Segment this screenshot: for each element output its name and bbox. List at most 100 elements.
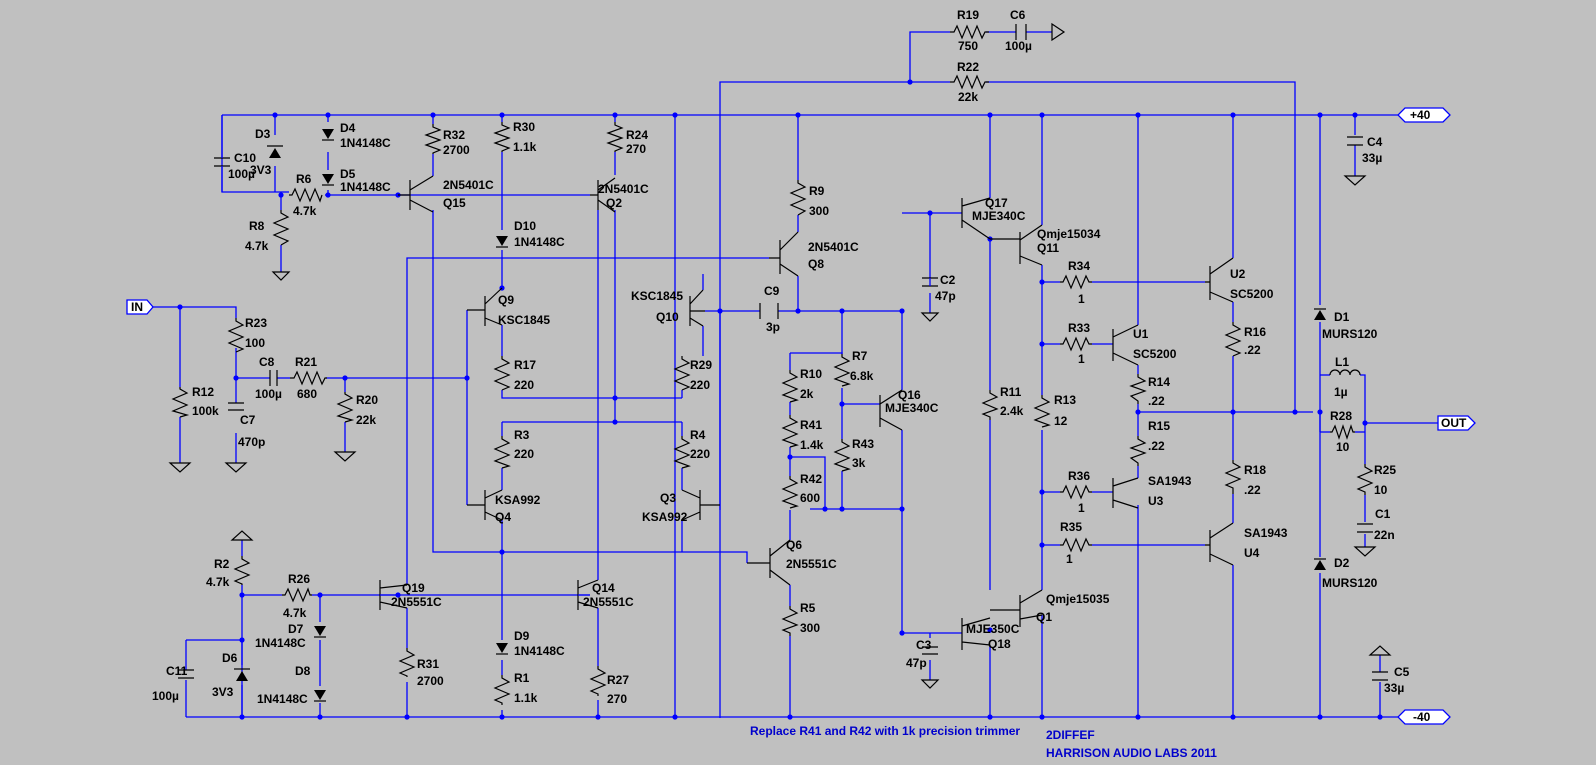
capacitor-c11-symbol	[178, 669, 194, 679]
ground-7	[1343, 175, 1367, 186]
diode-d10-symbol	[496, 236, 508, 248]
svg-text:1N4148C: 1N4148C	[257, 692, 308, 706]
svg-text:4.7k: 4.7k	[206, 575, 230, 589]
svg-text:1N4148C: 1N4148C	[340, 180, 391, 194]
c7-labels: C7 470p	[238, 413, 265, 449]
diode-d7-symbol	[314, 626, 326, 638]
resistor-r16-symbol	[1224, 322, 1242, 357]
resistor-r23-symbol	[227, 318, 245, 353]
svg-text:KSC1845: KSC1845	[631, 289, 683, 303]
svg-text:R15: R15	[1148, 419, 1170, 433]
svg-text:MURS120: MURS120	[1322, 576, 1378, 590]
resistor-r9-symbol	[789, 180, 807, 216]
resistor-r42-symbol	[781, 476, 799, 509]
svg-text:1: 1	[1078, 352, 1085, 366]
svg-text:2N5551C: 2N5551C	[786, 557, 837, 571]
supply-arrow-2	[1368, 645, 1392, 656]
transistor-u3-symbol	[1112, 477, 1139, 509]
resistor-r34-symbol	[1060, 274, 1092, 290]
resistor-r15-symbol	[1129, 436, 1147, 466]
svg-text:22n: 22n	[1374, 528, 1395, 542]
svg-text:Q18: Q18	[988, 637, 1011, 651]
svg-text:33µ: 33µ	[1362, 151, 1382, 165]
svg-text:4.7k: 4.7k	[293, 204, 317, 218]
svg-text:C6: C6	[1010, 8, 1026, 22]
svg-text:2700: 2700	[417, 674, 444, 688]
diode-d8-symbol	[314, 690, 326, 702]
supply-arrow-1	[230, 530, 254, 541]
svg-text:SC5200: SC5200	[1133, 347, 1177, 361]
svg-text:C10: C10	[234, 151, 256, 165]
svg-text:2.4k: 2.4k	[1000, 404, 1024, 418]
svg-text:470p: 470p	[238, 435, 265, 449]
capacitor-c9-symbol	[759, 303, 779, 319]
svg-text:1: 1	[1078, 292, 1085, 306]
svg-text:R27: R27	[607, 673, 629, 687]
svg-text:1µ: 1µ	[1334, 385, 1348, 399]
svg-text:R30: R30	[513, 120, 535, 134]
svg-text:C7: C7	[240, 413, 256, 427]
ground-2	[168, 462, 192, 473]
svg-text:Q1: Q1	[1036, 610, 1052, 624]
svg-text:R28: R28	[1330, 409, 1352, 423]
svg-text:3V3: 3V3	[250, 163, 272, 177]
svg-text:1.4k: 1.4k	[800, 438, 824, 452]
svg-text:C2: C2	[940, 273, 956, 287]
svg-text:SC5200: SC5200	[1230, 287, 1274, 301]
ground-6	[920, 679, 940, 689]
transistor-q9-symbol	[467, 287, 503, 326]
svg-text:C8: C8	[259, 355, 275, 369]
diode-d5-symbol	[322, 174, 334, 186]
capacitor-c1-symbol	[1357, 523, 1373, 533]
svg-text:2k: 2k	[800, 387, 814, 401]
svg-text:2700: 2700	[443, 143, 470, 157]
svg-text:2N5551C: 2N5551C	[583, 595, 634, 609]
transistor-q3-symbol	[681, 489, 720, 521]
port-in-label: IN	[131, 300, 143, 314]
svg-text:R13: R13	[1054, 393, 1076, 407]
resistor-r2-symbol	[233, 556, 251, 585]
svg-text:4.7k: 4.7k	[245, 239, 269, 253]
svg-text:Q3: Q3	[660, 491, 676, 505]
wires	[152, 31, 1438, 718]
svg-text:47p: 47p	[906, 656, 927, 670]
ground-9	[1051, 22, 1066, 42]
inductor-l1-symbol	[1329, 369, 1361, 376]
svg-text:U4: U4	[1244, 546, 1260, 560]
svg-text:R22: R22	[957, 60, 979, 74]
resistor-r6-symbol	[289, 187, 323, 203]
svg-text:2N5551C: 2N5551C	[391, 595, 442, 609]
svg-text:R17: R17	[514, 358, 536, 372]
svg-text:1.1k: 1.1k	[513, 140, 537, 154]
svg-text:MJE340C: MJE340C	[972, 209, 1026, 223]
resistor-r13-symbol	[1033, 395, 1051, 428]
svg-text:R24: R24	[626, 128, 648, 142]
resistor-r20-symbol	[336, 392, 355, 423]
svg-text:Qmje15035: Qmje15035	[1046, 592, 1110, 606]
resistor-r1-symbol	[493, 675, 511, 705]
